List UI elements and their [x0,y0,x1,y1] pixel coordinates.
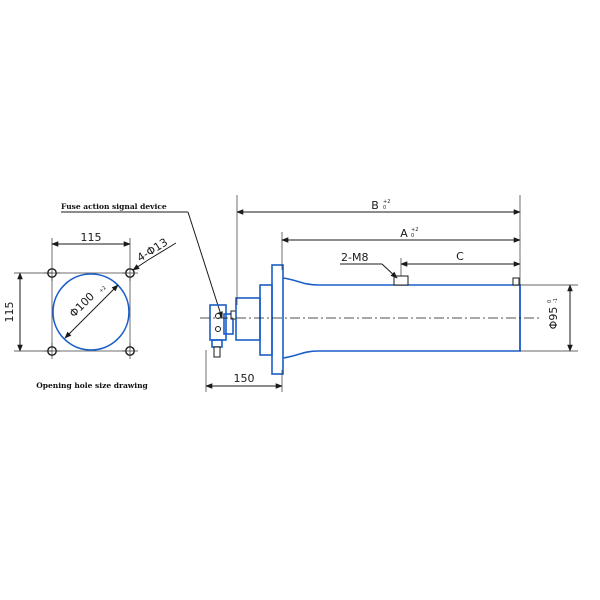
m8-stud-end [512,277,520,286]
dim-150-label: 150 [234,372,255,385]
signal-device-terminal [211,339,223,348]
fuse-device-leader [187,211,223,319]
tube-diameter-tol-upper: 0 [547,300,553,303]
flange-plate [271,264,284,375]
dim-a-tol-lower: 0 [411,233,414,239]
opening-diameter-line [64,284,119,339]
dim-a-tol-upper: +2 [411,227,418,233]
opening-drawing-caption: Opening hole size drawing [36,381,148,390]
dim-a-label: A [400,227,408,240]
tube-diameter-tol-lower: -1 [553,298,559,303]
tube-diameter-label: Φ95 [547,307,560,330]
hole-pattern-frame [51,272,131,352]
thread-label: 2-M8 [341,251,368,264]
dim-c-label: C [456,250,464,263]
fuse-neck [235,297,261,341]
dim-b-tol-upper: +2 [383,199,390,205]
opening-circle [52,273,130,351]
dim-b-label: B [371,199,379,212]
dim-115-h-label: 115 [81,231,102,244]
dim-115-v-label: 115 [3,302,16,323]
fuse-device-caption: Fuse action signal device [61,202,167,211]
mounting-flange [259,284,273,356]
fuse-side-view: Fuse action signal device [61,195,578,392]
dim-b-tol-lower: 0 [383,205,386,211]
opening-hole-view: 115 115 4-Φ13 Φ100 +2 Opening hole size … [3,231,177,390]
signal-device-plate [223,313,234,335]
opening-diameter-label: Φ100 [67,290,97,320]
hole-leader [147,242,177,261]
opening-diameter-tol: +2 [98,285,107,294]
